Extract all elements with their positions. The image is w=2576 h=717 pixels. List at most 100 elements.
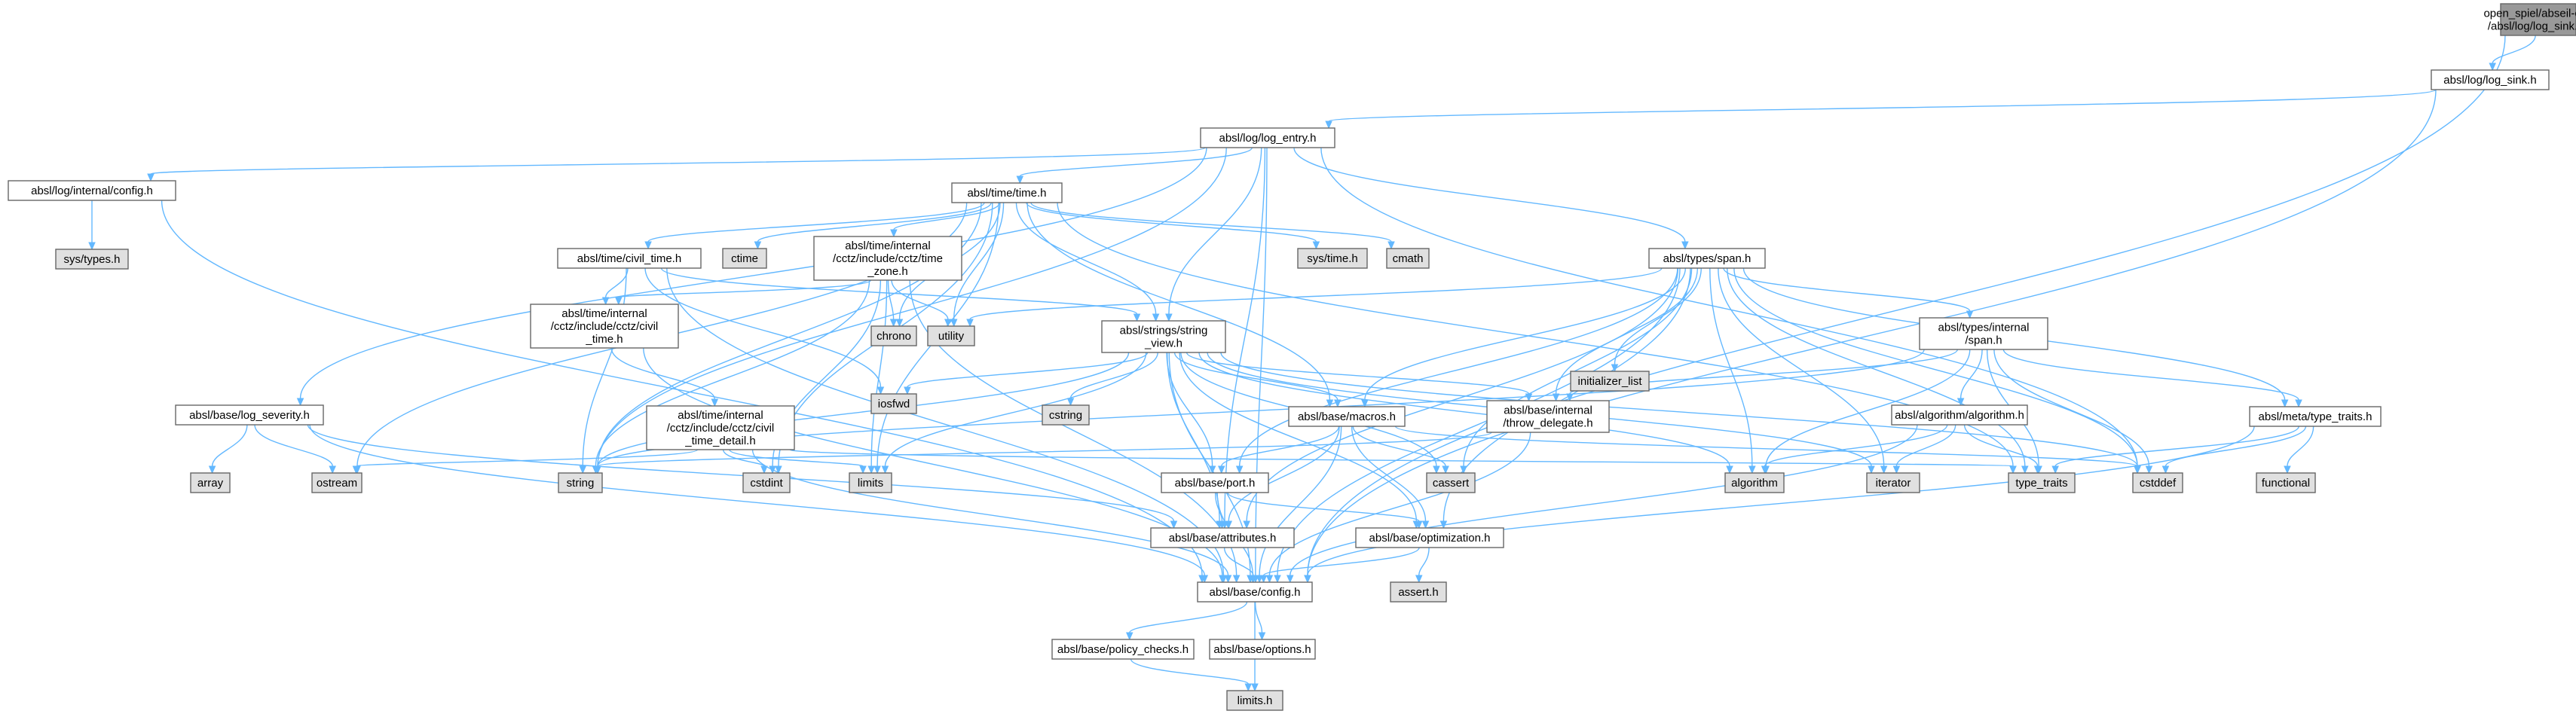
node-box bbox=[55, 249, 129, 270]
node-optimization-h[interactable]: absl/base/optimization.h bbox=[1355, 527, 1504, 548]
node-label: absl/log/internal/config.h bbox=[31, 185, 153, 197]
arrowhead bbox=[1244, 683, 1253, 692]
nodes-layer: open_spiel/abseil-cpp/absl/log/log_sink.… bbox=[8, 3, 2576, 711]
arrowhead bbox=[1258, 632, 1266, 641]
dependency-edge bbox=[309, 424, 1209, 584]
arrowhead bbox=[890, 229, 898, 238]
node-box bbox=[175, 404, 324, 426]
arrowhead bbox=[1066, 398, 1075, 407]
dependency-edge bbox=[1351, 426, 1430, 529]
arrowhead bbox=[775, 465, 782, 474]
arrowhead bbox=[88, 242, 96, 251]
node-sys-time-h: sys/time.h bbox=[1297, 248, 1368, 269]
dependency-edge bbox=[1325, 89, 2437, 130]
node-limits: limits bbox=[849, 472, 892, 493]
node-string-view-h[interactable]: absl/strings/string_view.h bbox=[1101, 320, 1226, 353]
dependency-edge bbox=[890, 202, 1001, 238]
node-log-entry-h[interactable]: absl/log/log_entry.h bbox=[1200, 127, 1335, 148]
node-cctz-civil-time-h[interactable]: absl/time/internal/cctz/include/cctz/civ… bbox=[530, 304, 679, 349]
node-label: string bbox=[567, 477, 595, 490]
arrowhead bbox=[329, 465, 336, 474]
node-log-sink-h[interactable]: absl/log/log_sink.h bbox=[2431, 69, 2550, 90]
node-box bbox=[742, 472, 791, 493]
node-label: absl/log/log_sink.h bbox=[2443, 74, 2536, 87]
arrowhead bbox=[2134, 465, 2141, 474]
node-label: initializer_list bbox=[1577, 375, 1642, 388]
arrowhead bbox=[147, 173, 154, 182]
arrowhead bbox=[1016, 175, 1024, 185]
node-label: cassert bbox=[1433, 477, 1470, 490]
node-log-config-h[interactable]: absl/log/internal/config.h bbox=[8, 180, 176, 201]
arrowhead bbox=[1243, 520, 1250, 529]
node-internal-span-h[interactable]: absl/types/internal/span.h bbox=[1919, 317, 2048, 350]
node-label: algorithm bbox=[1731, 477, 1778, 490]
arrowhead bbox=[1421, 520, 1430, 529]
node-port-h[interactable]: absl/base/port.h bbox=[1161, 472, 1269, 493]
arrowhead bbox=[711, 398, 719, 407]
dependency-edge bbox=[208, 424, 248, 474]
node-box bbox=[722, 248, 767, 269]
node-civil-time-detail-h[interactable]: absl/time/internal/cctz/include/cctz/civ… bbox=[646, 405, 795, 450]
arrowhead bbox=[1312, 241, 1320, 250]
dependency-edge bbox=[966, 267, 1663, 328]
node-options-h[interactable]: absl/base/options.h bbox=[1209, 639, 1316, 660]
node-label: iterator bbox=[1876, 477, 1911, 490]
arrowhead bbox=[1274, 575, 1281, 584]
dependency-edge bbox=[2489, 35, 2536, 72]
dependency-edge bbox=[1761, 424, 1948, 474]
arrowhead bbox=[1250, 575, 1257, 584]
node-label: /cctz/include/cctz/civil bbox=[551, 320, 659, 333]
node-label: /throw_delegate.h bbox=[1503, 417, 1592, 430]
arrowhead bbox=[1152, 313, 1160, 322]
arrowhead bbox=[1460, 465, 1467, 474]
node-span-h[interactable]: absl/types/span.h bbox=[1648, 248, 1766, 269]
node-label: ostream bbox=[317, 477, 357, 490]
dependency-edge bbox=[2002, 349, 2302, 408]
node-log-severity-h[interactable]: absl/base/log_severity.h bbox=[175, 404, 324, 426]
dependency-edge bbox=[352, 449, 699, 474]
node-label: absl/base/options.h bbox=[1213, 643, 1311, 656]
node-algorithm-h[interactable]: absl/algorithm/algorithm.h bbox=[1891, 404, 2028, 426]
arrowhead bbox=[859, 465, 867, 474]
node-config-h[interactable]: absl/base/config.h bbox=[1197, 581, 1313, 603]
dependency-edge bbox=[2051, 426, 2299, 474]
node-macros-h[interactable]: absl/base/macros.h bbox=[1288, 406, 1406, 427]
node-label: absl/types/internal bbox=[1938, 322, 2030, 334]
node-box bbox=[1209, 639, 1316, 660]
node-box bbox=[1355, 527, 1504, 548]
dependency-edge bbox=[88, 200, 96, 251]
dependency-edge bbox=[644, 202, 985, 250]
dependency-edge bbox=[579, 267, 627, 474]
node-time-zone-h[interactable]: absl/time/internal/cctz/include/cctz/tim… bbox=[813, 236, 962, 281]
node-type-traits-h[interactable]: absl/meta/type_traits.h bbox=[2249, 406, 2382, 427]
arrowhead bbox=[1304, 575, 1311, 584]
dependency-edge bbox=[904, 352, 1149, 395]
arrowhead bbox=[1325, 121, 1332, 130]
dependency-edge bbox=[1227, 492, 1423, 529]
node-ostream: ostream bbox=[311, 472, 363, 493]
node-string: string bbox=[558, 472, 603, 493]
dependency-edge bbox=[254, 424, 336, 474]
node-label: sys/time.h bbox=[1307, 252, 1358, 265]
node-label: limits bbox=[858, 477, 883, 490]
arrowhead bbox=[1442, 465, 1449, 474]
arrowhead bbox=[881, 465, 889, 474]
arrowhead bbox=[2033, 465, 2042, 474]
node-box bbox=[1297, 248, 1368, 269]
arrowhead bbox=[895, 319, 904, 328]
node-time-h[interactable]: absl/time/time.h bbox=[951, 182, 1063, 203]
node-iterator: iterator bbox=[1866, 472, 1920, 493]
node-attributes-h[interactable]: absl/base/attributes.h bbox=[1150, 527, 1295, 548]
arrowhead bbox=[760, 465, 768, 474]
node-box bbox=[1486, 400, 1610, 433]
dependency-edge bbox=[789, 449, 2017, 474]
arrowhead bbox=[1219, 575, 1226, 584]
dependency-edge bbox=[1179, 352, 1421, 529]
node-throw-delegate-h[interactable]: absl/base/internal/throw_delegate.h bbox=[1486, 400, 1610, 433]
node-civil-time-h[interactable]: absl/time/civil_time.h bbox=[557, 248, 702, 269]
node-box bbox=[870, 393, 917, 414]
node-policy-checks-h[interactable]: absl/base/policy_checks.h bbox=[1051, 639, 1195, 660]
arrowhead bbox=[950, 319, 958, 328]
node-cassert: cassert bbox=[1426, 472, 1476, 493]
node-label: absl/base/config.h bbox=[1210, 586, 1301, 599]
